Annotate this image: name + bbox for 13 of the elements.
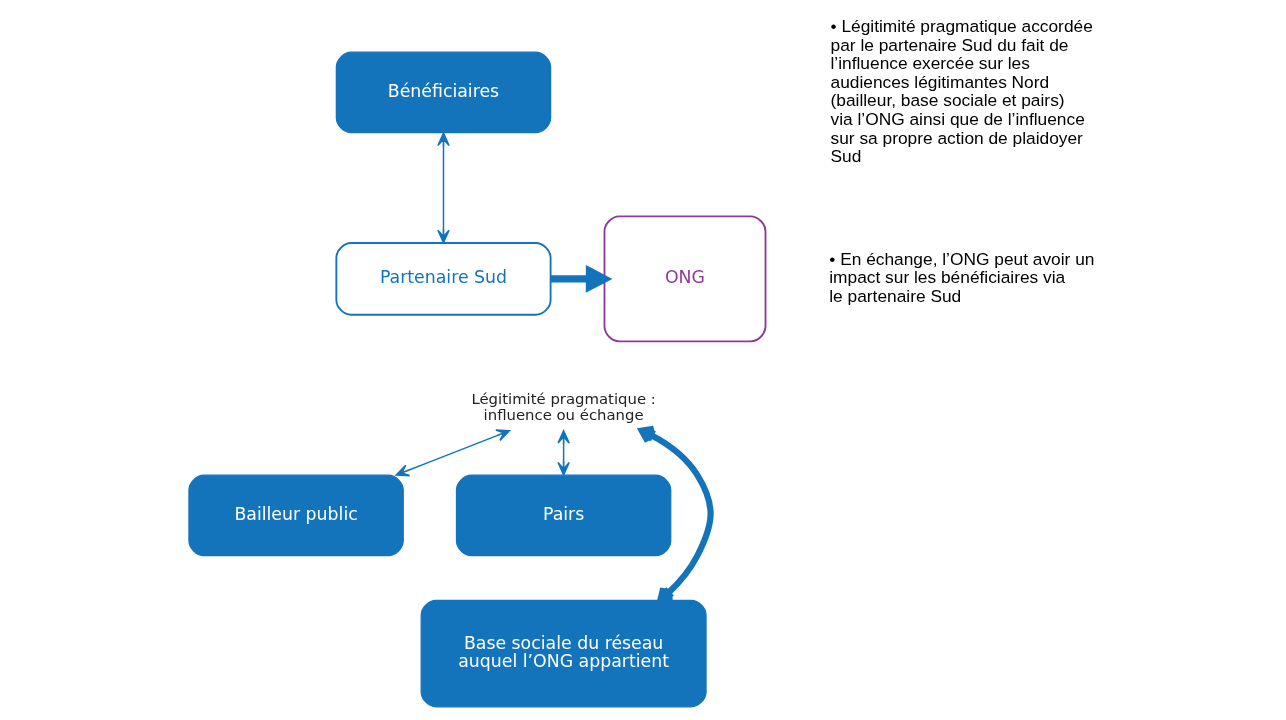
arrow bbox=[394, 429, 510, 477]
node-box: Pairs bbox=[455, 474, 671, 557]
arrow bbox=[550, 264, 612, 293]
node-box: Bailleur public bbox=[187, 474, 404, 557]
label: • Légitimité pragmatique accordée par le partenaire Sud du fait de l’influence exercée sur les audiences légitimantes Nord (bailleur, base sociale et pairs) via l’ONG ainsi que de l’influence sur sa propre action de plaidoyer Sud bbox=[830, 16, 1093, 167]
label: • En échange, l’ONG peut avoir un impact sur les bénéficiaires via le partenaire Sud bbox=[828, 248, 1094, 307]
node-box: Bénéficiaires bbox=[335, 51, 551, 134]
arrow bbox=[436, 132, 450, 244]
node-text: Légitimité pragmatique : influence ou échange bbox=[470, 390, 656, 425]
arrow bbox=[556, 429, 570, 476]
node-box: Base sociale du réseau auquel l’ONG appartient bbox=[420, 599, 707, 708]
node-box: Partenaire Sud bbox=[334, 242, 552, 316]
node-box: ONG bbox=[603, 215, 766, 343]
